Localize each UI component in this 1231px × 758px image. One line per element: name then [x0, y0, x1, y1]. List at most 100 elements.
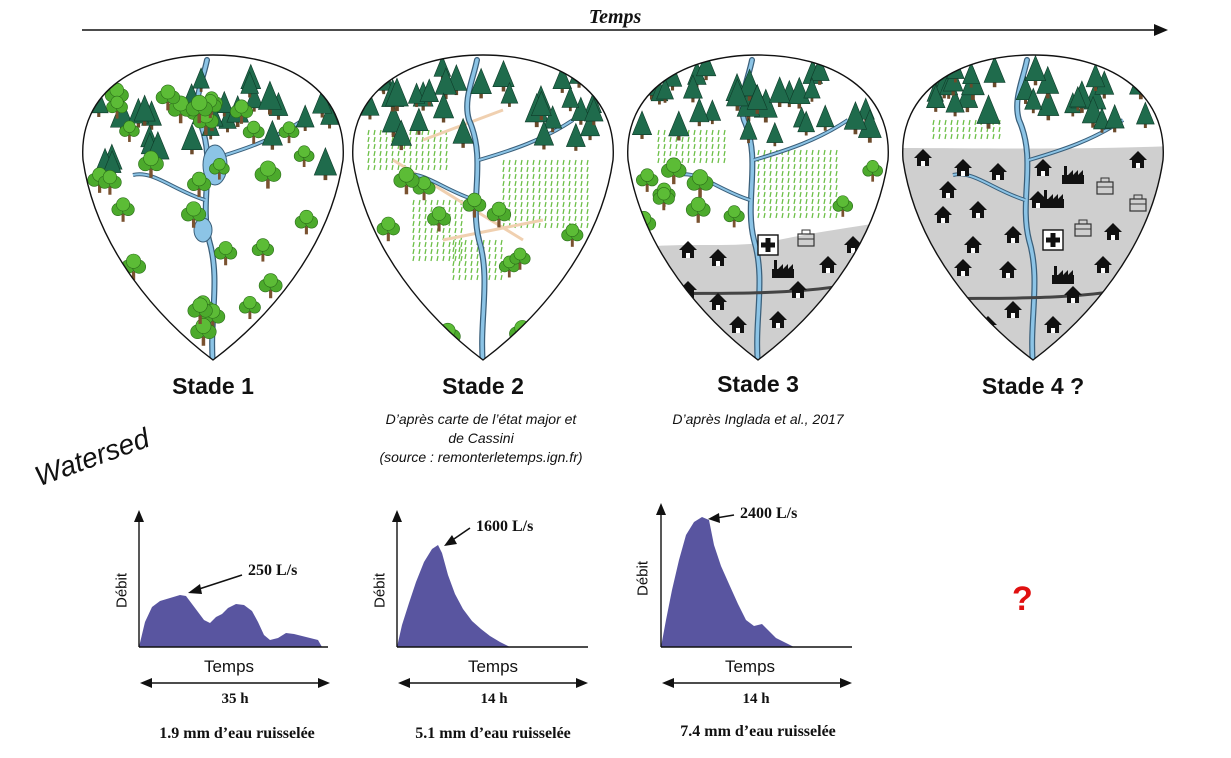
leafy-tree	[229, 99, 254, 119]
conifer-tree	[1131, 55, 1151, 76]
leafy-tree	[723, 205, 745, 223]
conifer-tree	[500, 81, 519, 104]
house-icon	[679, 241, 697, 258]
leafy-tree	[358, 268, 380, 286]
conifer-tree	[543, 105, 563, 129]
leafy-tree	[258, 273, 283, 293]
public-building-icon	[1129, 194, 1147, 212]
leafy-tree	[187, 297, 213, 318]
conifer-tree	[926, 84, 946, 109]
watershed-outline	[627, 54, 889, 361]
credit-line: de Cassini	[448, 430, 514, 446]
conifer-tree	[656, 77, 674, 100]
leafy-tree	[509, 247, 531, 265]
hydrograph-1-duration: 35 h	[221, 691, 249, 707]
leafy-tree	[155, 84, 181, 105]
stage-4-unknown-mark: ?	[1012, 580, 1033, 618]
leafy-tree	[636, 168, 659, 187]
leafy-tree	[652, 187, 675, 205]
leafy-tree	[294, 209, 318, 229]
conifer-tree	[569, 59, 590, 84]
duration-arrow	[140, 678, 330, 688]
conifer-tree	[409, 107, 429, 132]
hospital-icon	[757, 234, 779, 256]
hydrograph-stage-3	[656, 503, 852, 688]
conifer-tree	[768, 76, 791, 103]
house-icon	[964, 236, 982, 253]
public-building-icon	[797, 229, 815, 247]
hydrograph-2-ylabel: Débit	[371, 572, 389, 609]
duration-arrow	[662, 678, 852, 688]
watershed-stage-3	[627, 54, 889, 361]
conifer-tree	[746, 84, 768, 110]
house-icon	[1004, 226, 1022, 243]
leafy-tree	[267, 306, 292, 326]
conifer-tree	[803, 77, 821, 99]
house-icon	[1004, 301, 1022, 318]
stage-3-credit: D’après Inglada et al., 2017	[628, 410, 888, 429]
leafy-tree	[356, 245, 380, 265]
house-icon	[1129, 151, 1147, 168]
conifer-tree	[1037, 88, 1060, 116]
hydrograph-1-peak: 250 L/s	[248, 562, 298, 579]
conifer-tree	[695, 55, 717, 77]
leafy-tree	[238, 295, 261, 314]
house-icon	[1029, 191, 1047, 208]
peak-arrow	[444, 527, 471, 546]
house-icon	[1104, 223, 1122, 240]
conifer-tree	[192, 67, 210, 89]
stage-1-title: Stade 1	[172, 373, 254, 399]
conifer-tree	[261, 119, 283, 146]
conifer-tree	[320, 101, 339, 125]
hydrograph-area	[139, 595, 322, 647]
axes	[656, 503, 852, 648]
stage-3-title: Stade 3	[717, 371, 799, 397]
leafy-tree	[138, 150, 164, 172]
leafy-tree	[88, 266, 112, 286]
leafy-tree	[315, 243, 337, 261]
leafy-tree	[185, 94, 213, 117]
leafy-tree	[661, 157, 687, 178]
leafy-tree	[214, 241, 238, 260]
conifer-tree	[240, 70, 260, 94]
house-icon	[729, 316, 747, 333]
peak-arrow	[188, 574, 243, 594]
hydrograph-1-ylabel: Débit	[113, 572, 131, 609]
timeline-arrow	[82, 24, 1168, 36]
conifer-tree	[962, 61, 981, 85]
conifer-tree	[942, 66, 964, 92]
stage-4-title: Stade 4 ?	[981, 373, 1085, 399]
road	[442, 218, 544, 242]
conifer-tree	[1135, 101, 1155, 125]
house-icon	[1044, 316, 1062, 333]
house-icon	[789, 281, 807, 298]
leafy-tree	[427, 206, 451, 226]
leafy-tree	[584, 302, 610, 323]
leafy-tree	[561, 223, 584, 242]
conifer-tree	[1085, 63, 1106, 88]
conifer-tree	[983, 55, 1006, 83]
leafy-tree	[393, 166, 420, 188]
leafy-tree	[293, 145, 315, 162]
stage-2-title: Stade 2	[442, 373, 524, 399]
stage-2-credit: D’après carte de l’état major et de Cass…	[351, 410, 611, 467]
leafy-tree	[686, 169, 714, 191]
conifer-tree	[689, 97, 710, 123]
hydrograph-2-duration: 14 h	[480, 691, 508, 707]
watershed-stage-2	[352, 54, 614, 361]
watershed-stage-4	[902, 54, 1164, 361]
conifer-tree	[1129, 65, 1153, 95]
house-icon	[1064, 286, 1082, 303]
axes	[134, 510, 328, 648]
conifer-tree	[570, 96, 591, 121]
conifer-tree	[631, 110, 653, 135]
hydrograph-3-xlabel: Temps	[724, 657, 776, 676]
hydrograph-2-peak: 1600 L/s	[476, 518, 534, 535]
hydrograph-1-runoff: 1.9 mm d’eau ruisselée	[159, 725, 315, 742]
timeline-label: Temps	[555, 6, 675, 29]
house-icon	[709, 249, 727, 266]
house-icon	[934, 206, 952, 223]
conifer-tree	[682, 74, 703, 99]
public-building-icon	[1074, 219, 1092, 237]
